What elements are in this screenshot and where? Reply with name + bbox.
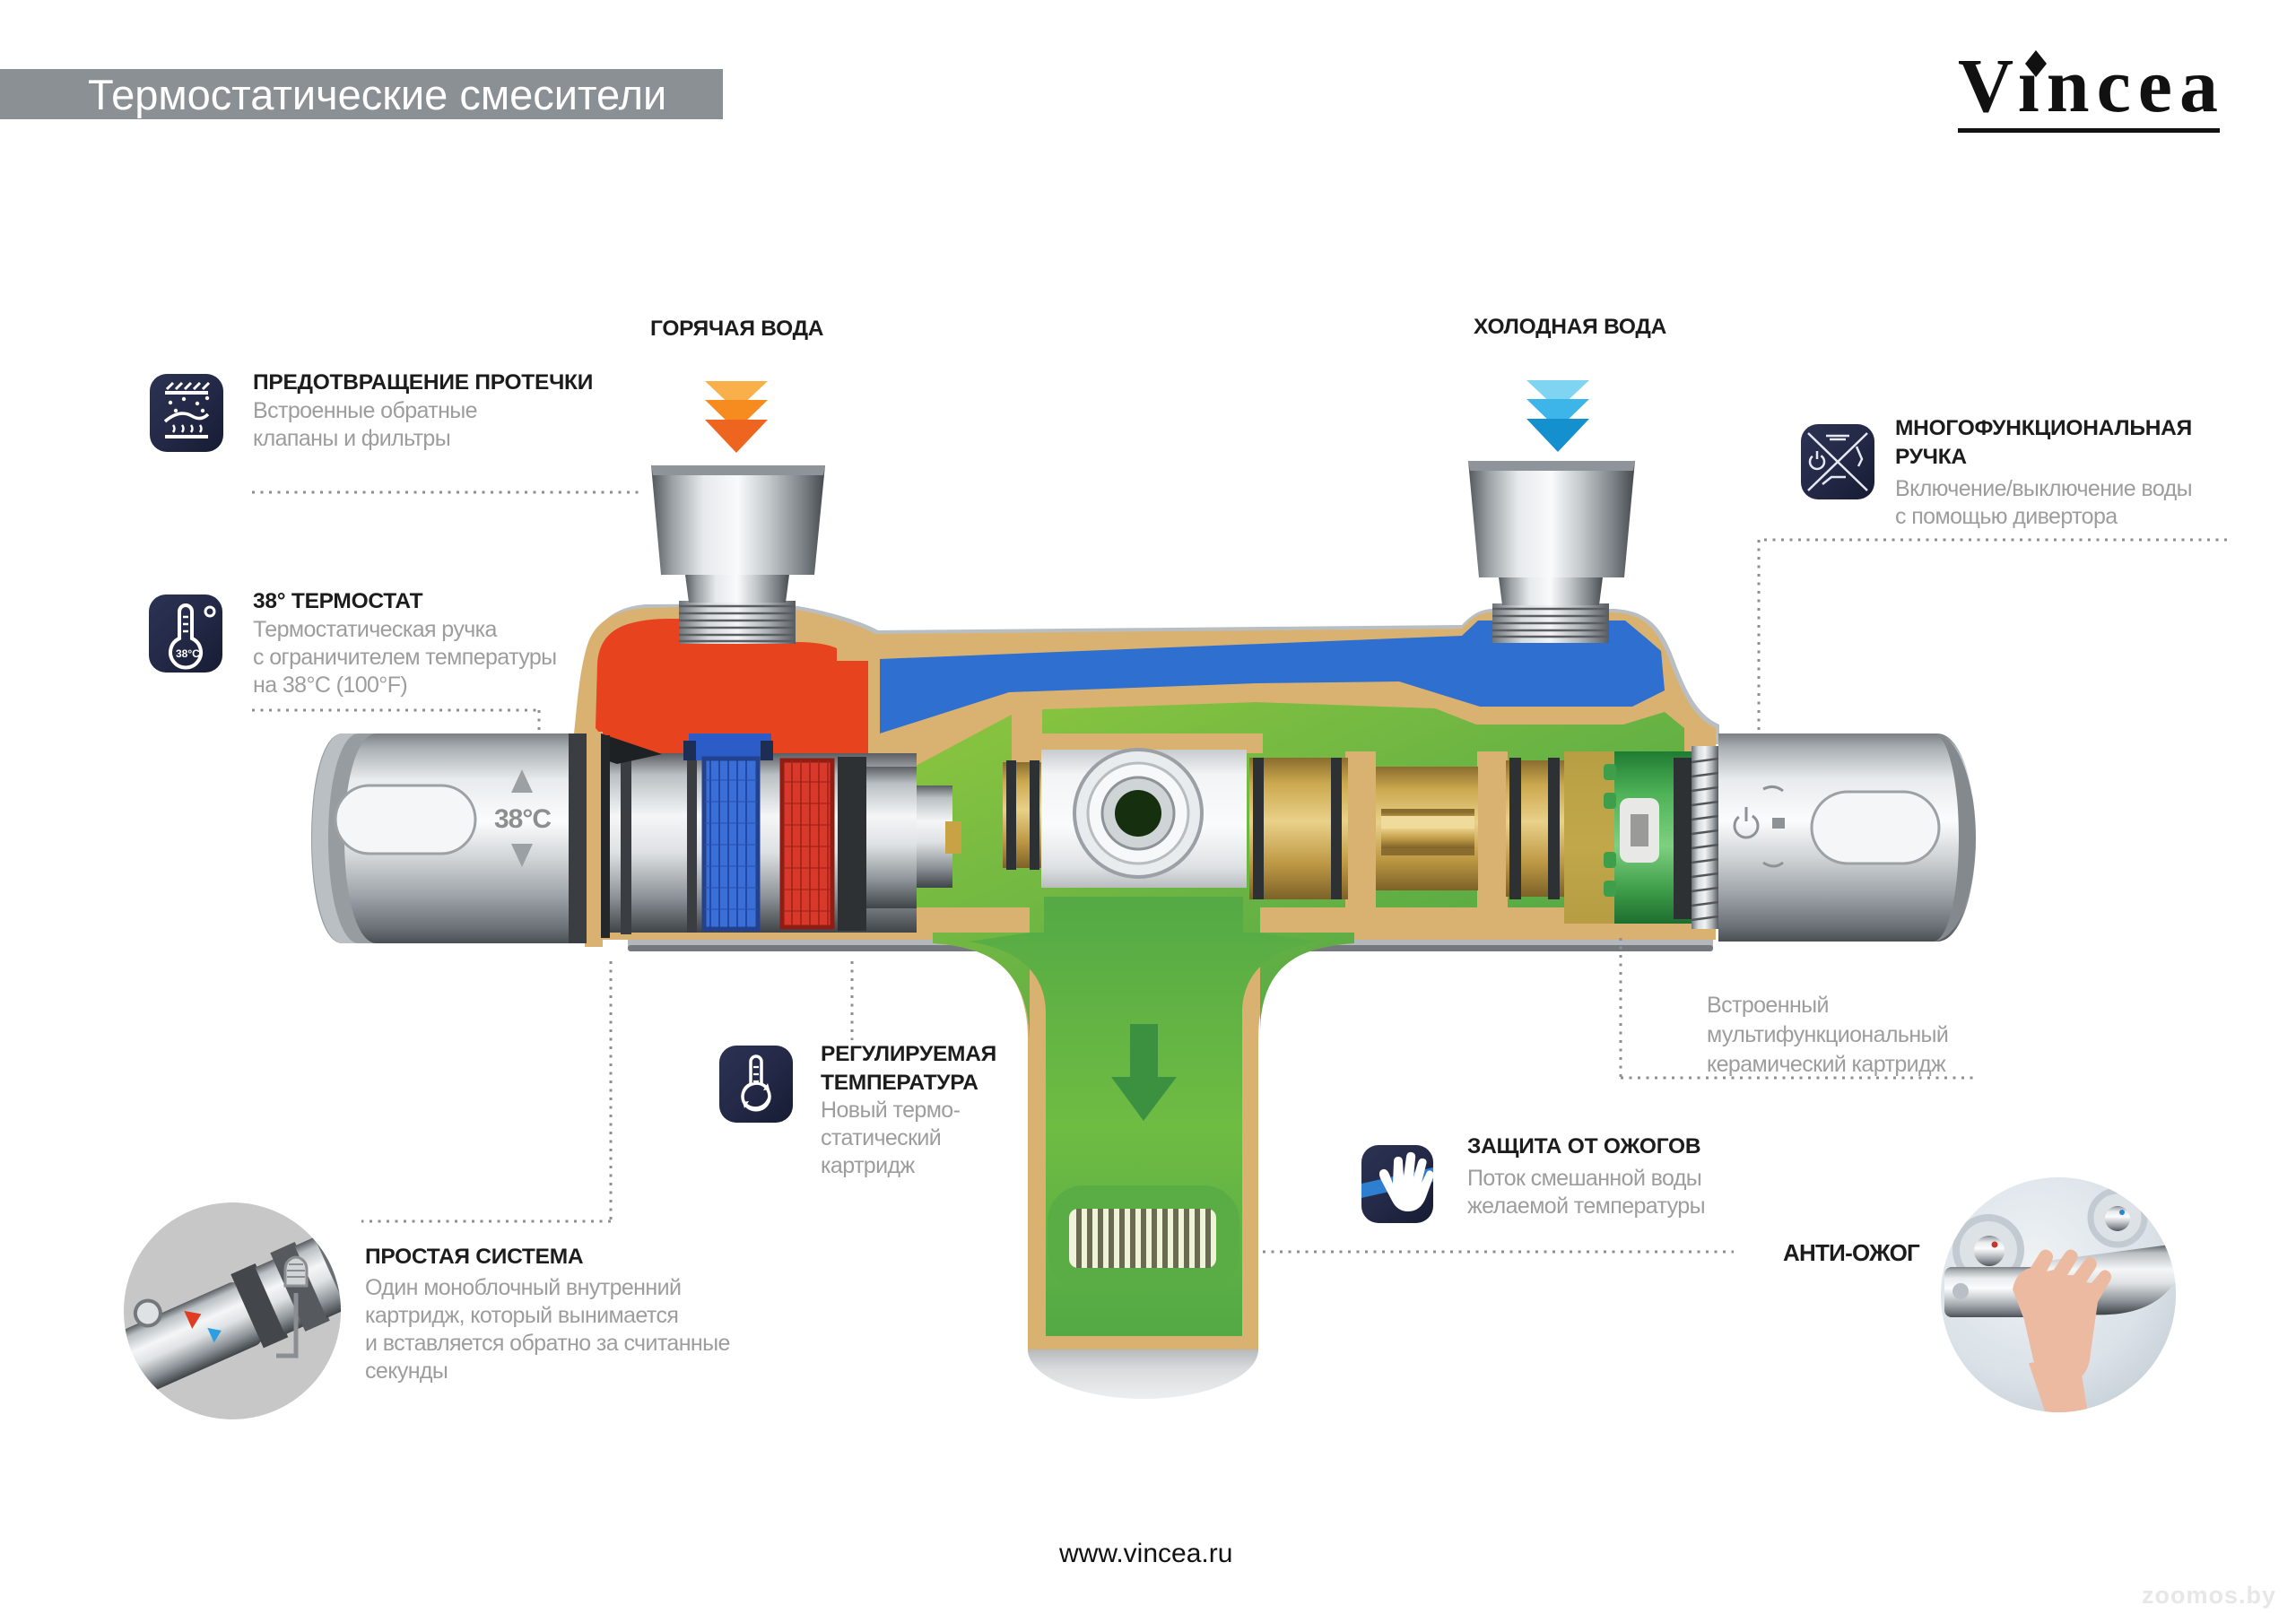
svg-text:ГОРЯЧАЯ ВОДА: ГОРЯЧАЯ ВОДА xyxy=(650,317,824,341)
svg-text:ЗАЩИТА ОТ ОЖОГОВ: ЗАЩИТА ОТ ОЖОГОВ xyxy=(1467,1134,1700,1159)
svg-text:ПРОСТАЯ СИСТЕМА: ПРОСТАЯ СИСТЕМА xyxy=(365,1245,584,1269)
svg-text:желаемой температуры: желаемой температуры xyxy=(1467,1193,1705,1219)
svg-text:и вставляется обратно за счита: и вставляется обратно за считанные xyxy=(365,1331,730,1356)
svg-text:Встроенный: Встроенный xyxy=(1707,993,1829,1018)
svg-text:МНОГОФУНКЦИОНАЛЬНАЯ: МНОГОФУНКЦИОНАЛЬНАЯ xyxy=(1895,416,2192,440)
svg-text:Включение/выключение воды: Включение/выключение воды xyxy=(1895,476,2192,501)
svg-text:картридж: картридж xyxy=(821,1153,915,1178)
svg-text:ПРЕДОТВРАЩЕНИЕ ПРОТЕЧКИ: ПРЕДОТВРАЩЕНИЕ ПРОТЕЧКИ xyxy=(253,370,593,395)
svg-text:ХОЛОДНАЯ ВОДА: ХОЛОДНАЯ ВОДА xyxy=(1474,315,1667,339)
svg-text:с ограничителем температуры: с ограничителем температуры xyxy=(253,645,557,670)
svg-text:АНТИ-ОЖОГ: АНТИ-ОЖОГ xyxy=(1783,1239,1920,1266)
svg-text:Термостатические смесители: Термостатические смесители xyxy=(88,71,666,118)
svg-text:38°C: 38°C xyxy=(176,647,200,660)
svg-text:с помощью дивертора: с помощью дивертора xyxy=(1895,504,2118,529)
svg-text:на 38°C (100°F): на 38°C (100°F) xyxy=(253,673,407,698)
svg-text:клапаны и фильтры: клапаны и фильтры xyxy=(253,426,450,451)
svg-text:статический: статический xyxy=(821,1125,941,1150)
svg-text:www.vincea.ru: www.vincea.ru xyxy=(1058,1539,1232,1568)
svg-text:Термостатическая ручка: Термостатическая ручка xyxy=(253,617,498,642)
svg-text:Встроенные обратные: Встроенные обратные xyxy=(253,398,477,423)
svg-text:ТЕМПЕРАТУРА: ТЕМПЕРАТУРА xyxy=(821,1071,978,1095)
svg-text:мультифункциональный: мультифункциональный xyxy=(1707,1022,1948,1047)
svg-text:Поток смешанной воды: Поток смешанной воды xyxy=(1467,1166,1701,1191)
svg-text:Один моноблочный внутренний: Один моноблочный внутренний xyxy=(365,1275,681,1300)
svg-text:zoomos.by: zoomos.by xyxy=(2142,1582,2276,1609)
svg-text:38°C: 38°C xyxy=(494,804,551,834)
svg-text:38° ТЕРМОСТАТ: 38° ТЕРМОСТАТ xyxy=(253,589,423,613)
svg-text:Новый термо-: Новый термо- xyxy=(821,1098,961,1123)
svg-text:РЕГУЛИРУЕМАЯ: РЕГУЛИРУЕМАЯ xyxy=(821,1042,996,1066)
svg-text:картридж, который вынимается: картридж, который вынимается xyxy=(365,1303,678,1328)
svg-text:керамический картридж: керамический картридж xyxy=(1707,1052,1946,1077)
svg-text:секунды: секунды xyxy=(365,1358,448,1384)
svg-text:РУЧКА: РУЧКА xyxy=(1895,445,1967,469)
svg-text:Vincea: Vincea xyxy=(1958,42,2225,128)
